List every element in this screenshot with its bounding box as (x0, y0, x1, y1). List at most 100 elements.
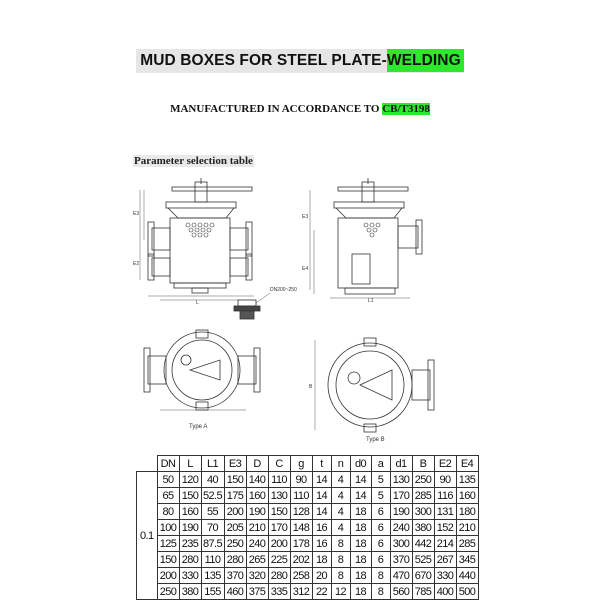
table-cell: 110 (200, 551, 225, 568)
table-cell: 175 (223, 487, 247, 504)
table-cell: 235 (178, 535, 202, 552)
type-b-front-view: E3 E4 L1 (302, 178, 423, 304)
header-cell: D (245, 455, 269, 472)
row-group-label: 0.1 (136, 471, 158, 600)
table-cell: 6 (370, 535, 391, 552)
table-cell: 55 (200, 503, 225, 520)
parameter-table: DN L L1 E3 D C g t n d0 a d1 B E2 E4 0.1… (136, 455, 479, 600)
table-cell: 155 (200, 583, 225, 600)
table-cell: 335 (267, 583, 291, 600)
table-cell: 190 (178, 519, 202, 536)
table-cell: 90 (433, 471, 457, 488)
table-cell: 18 (349, 535, 372, 552)
table-cell: 178 (289, 535, 313, 552)
table-cell: 18 (349, 567, 372, 584)
table-cell: 4 (330, 503, 351, 520)
table-cell: 152 (433, 519, 457, 536)
svg-text:E3: E3 (302, 214, 308, 220)
header-cell: E3 (223, 455, 247, 472)
table-cell: 160 (455, 487, 479, 504)
table-cell: 250 (411, 471, 435, 488)
table-cell: 470 (389, 567, 413, 584)
table-cell: 300 (389, 535, 413, 552)
header-cell: t (311, 455, 332, 472)
table-cell: 6 (370, 519, 391, 536)
table-cell: 202 (289, 551, 313, 568)
table-cell: 190 (389, 503, 413, 520)
svg-text:E3: E3 (133, 211, 139, 217)
table-cell: 150 (156, 551, 180, 568)
table-cell: 205 (223, 519, 247, 536)
table-cell: 12 (330, 583, 351, 600)
table-cell: 8 (330, 567, 351, 584)
table-cell: 18 (349, 583, 372, 600)
table-cell: 380 (411, 519, 435, 536)
table-cell: 4 (330, 519, 351, 536)
dn-label: DN200~250 (270, 287, 297, 293)
table-cell: 442 (411, 535, 435, 552)
table-cell: 16 (311, 535, 332, 552)
table-cell: 170 (267, 519, 291, 536)
table-cell: 160 (178, 503, 202, 520)
table-cell: 525 (411, 551, 435, 568)
table-cell: 330 (433, 567, 457, 584)
svg-text:L1: L1 (368, 298, 374, 304)
table-cell: 52.5 (200, 487, 225, 504)
table-cell: 240 (389, 519, 413, 536)
table-cell: 285 (411, 487, 435, 504)
table-cell: 280 (223, 551, 247, 568)
table-cell: 128 (289, 503, 313, 520)
table-cell: 500 (455, 583, 479, 600)
table-cell: 200 (156, 567, 180, 584)
svg-text:E4: E4 (302, 266, 308, 272)
table-cell: 170 (389, 487, 413, 504)
dn200-detail: DN200~250 (233, 287, 297, 320)
table-cell: 210 (245, 519, 269, 536)
caption-type-b: Type B (366, 437, 385, 443)
header-cell: n (330, 455, 351, 472)
table-cell: 225 (267, 551, 291, 568)
table-cell: 6 (370, 551, 391, 568)
table-cell: 22 (311, 583, 332, 600)
table-cell: 125 (156, 535, 180, 552)
table-cell: 5 (370, 471, 391, 488)
table-cell: 87.5 (200, 535, 225, 552)
table-cell: 130 (267, 487, 291, 504)
header-cell: d0 (349, 455, 372, 472)
table-cell: 135 (200, 567, 225, 584)
header-cell: E2 (433, 455, 457, 472)
table-cell: 110 (289, 487, 313, 504)
section-title: Parameter selection table (133, 155, 254, 167)
header-cell: a (370, 455, 391, 472)
table-cell: 8 (370, 567, 391, 584)
table-cell: 14 (311, 471, 332, 488)
table-cell: 16 (311, 519, 332, 536)
table-cell: 785 (411, 583, 435, 600)
caption-type-a: Type A (189, 424, 208, 430)
table-cell: 4 (330, 471, 351, 488)
table-cell: 200 (223, 503, 247, 520)
table-cell: 280 (178, 551, 202, 568)
table-cell: 370 (223, 567, 247, 584)
table-header-row: DN L L1 E3 D C g t n d0 a d1 B E2 E4 (136, 455, 479, 472)
table-cell: 258 (289, 567, 313, 584)
table-cell: 240 (245, 535, 269, 552)
table-cell: 14 (349, 487, 372, 504)
header-cell: g (289, 455, 313, 472)
table-cell: 50 (156, 471, 180, 488)
technical-drawing: E3 E2 L DN200~250 (133, 178, 435, 433)
table-cell: 14 (311, 503, 332, 520)
type-a-front-view: E3 E2 L (133, 178, 254, 306)
header-cell: d1 (389, 455, 413, 472)
table-cell: 4 (330, 487, 351, 504)
table-cell: 150 (178, 487, 202, 504)
svg-text:B: B (309, 384, 313, 390)
table-cell: 370 (389, 551, 413, 568)
type-a-plan-view (143, 329, 261, 411)
